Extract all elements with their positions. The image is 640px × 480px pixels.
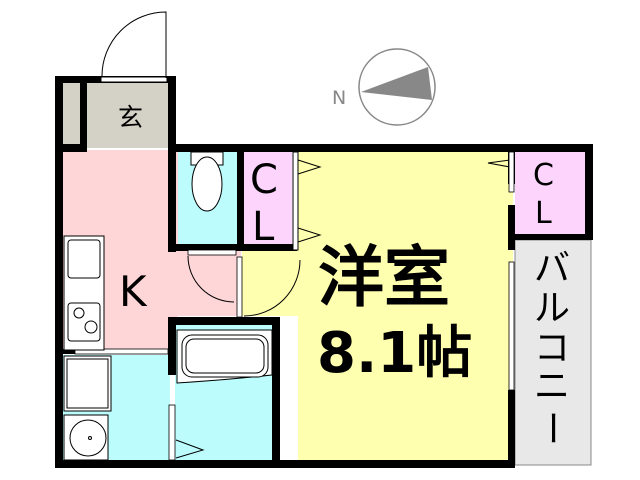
toilet-door-swing [187,255,235,303]
washroom-door[interactable] [74,348,169,355]
bath-door-mark [175,439,205,459]
entrance-label: 玄 [118,103,143,132]
bathtub-icon [176,329,273,384]
north-arrow-icon [358,48,436,126]
room-door[interactable] [236,256,243,318]
balcony-char: コ [534,328,570,369]
entrance-door-opening[interactable] [100,76,168,83]
closet-2-label-c: C [533,158,554,193]
closet-2-label-l: L [535,196,552,231]
toilet-icon [190,151,224,212]
entrance-door-swing[interactable] [101,11,167,78]
kitchen-area-ext [175,248,241,316]
toilet-door[interactable] [187,249,237,256]
kitchen-counter [63,235,105,351]
sink-icon [67,239,101,279]
room-door-swing [243,259,301,317]
closet-2-area [515,152,585,234]
balcony-char: ル [534,288,570,329]
balcony-label: バ ル コ ニ ー [531,248,572,446]
balcony-char: バ [534,248,570,289]
bathroom-door[interactable] [168,404,176,461]
closet-1-label-c: C [250,157,278,203]
closet-1-area [244,152,292,244]
stove-icon [67,302,101,342]
hall-area [242,250,302,316]
kitchen-label: K [119,267,148,316]
sliding-door-marks [297,159,322,243]
closet-1-door[interactable] [292,151,299,251]
closet-2-door[interactable] [508,151,515,193]
washing-machine-space [63,355,112,412]
compass-north-label: N [332,87,346,109]
western-room-size: 8.1帖 [317,321,472,386]
balcony-window[interactable] [508,261,515,391]
balcony-char: ニ [534,366,570,407]
western-room-name: 洋室 [318,239,450,316]
wash-basin-icon [63,414,109,461]
western-room-area [298,152,513,462]
balcony-char: ー [531,410,572,446]
sliding-door-mark [487,159,511,168]
closet-1-label-l: L [252,204,275,250]
